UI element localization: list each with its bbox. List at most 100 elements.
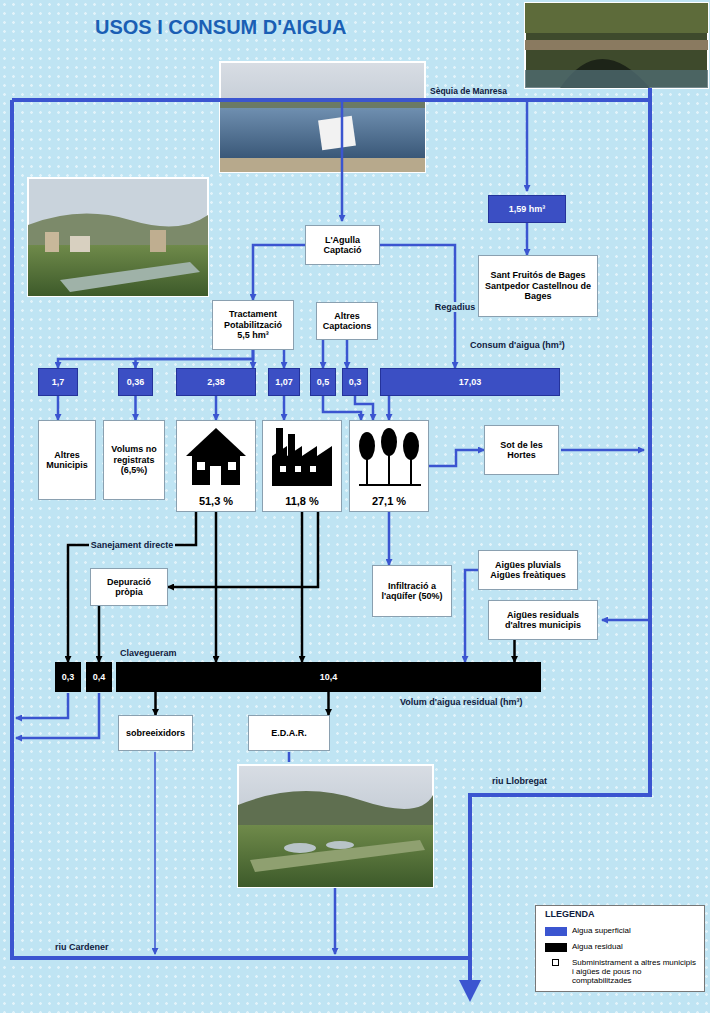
wwtp-photo: [238, 765, 433, 887]
flow-box: Altres Captacions: [316, 302, 378, 340]
flow-connector: [215, 396, 218, 420]
volume-bar: 1,59 hm³: [488, 195, 566, 223]
node-text: Altres Captacions: [321, 311, 373, 332]
flow-connector: [346, 340, 349, 368]
flow-connector: [134, 396, 137, 420]
use-box: 27,1 %: [349, 420, 429, 512]
residual-bar: 10,4: [116, 662, 541, 692]
legend-square: [552, 959, 559, 966]
flow-connector: [388, 512, 391, 565]
use-box: 51,3 %: [176, 420, 256, 512]
flow-connector: [465, 570, 478, 662]
intake-line: [341, 100, 344, 221]
legend-text: Subministrament a altres municipis i aig…: [572, 958, 700, 986]
discharge-line: [16, 693, 99, 738]
volume-bar: 1,07: [268, 368, 300, 396]
llobregat-river: [470, 88, 650, 990]
text-label: LLEGENDA: [545, 909, 595, 919]
diagram-title: USOS I CONSUM D'AIGUA: [95, 16, 346, 39]
node-text: Altres Municipis: [43, 450, 91, 471]
flow-connector: [136, 350, 254, 368]
flow-box: sobreeixidors: [118, 715, 193, 751]
flow-box: Aigües residuals d'altres municipis: [488, 600, 598, 640]
volume-bar: 0,5: [310, 368, 336, 396]
volume-bar: 17,03: [380, 368, 560, 396]
node-text: sobreeixidors: [126, 728, 185, 738]
effluent-line: [288, 752, 291, 762]
flow-box: Depuració pròpia: [90, 568, 168, 606]
text-label: Consum d'aigua (hm³): [470, 340, 565, 350]
flow-connector: [388, 396, 391, 420]
layout-flows: [16, 100, 650, 954]
node-text: Aigües residuals d'altres municipis: [493, 610, 593, 631]
node-text: 2,38: [207, 377, 225, 387]
node-text: 0,4: [93, 672, 106, 682]
edge-label: Sanejament directe: [89, 540, 176, 550]
residual-bar: 0,3: [55, 662, 81, 692]
node-text: 1,59 hm³: [509, 204, 546, 214]
inflow-line: [602, 619, 650, 622]
node-text: Infiltració a l'aqüífer (50%): [377, 581, 447, 602]
volume-bar: 0,36: [118, 368, 153, 396]
flow-connector: [429, 450, 484, 466]
flow-box: Sant Fruitós de Bages Santpedor Castelln…: [478, 255, 598, 317]
node-text: 1,07: [275, 377, 293, 387]
node-text: 10,4: [320, 672, 338, 682]
legend-swatch: [545, 943, 567, 952]
flow-box: Infiltració a l'aqüífer (50%): [372, 565, 452, 617]
residual-bar: 0,4: [86, 662, 112, 692]
supply-line: [526, 100, 529, 191]
node-text: Volums no registrats (6,5%): [108, 444, 160, 475]
node-text: 51,3 %: [199, 495, 233, 508]
flow-connector: [526, 223, 529, 255]
flow-connector: [513, 640, 516, 662]
flow-connector: [252, 350, 255, 368]
node-text: Depuració pròpia: [95, 577, 163, 598]
node-text: L'Agulla Captació: [310, 235, 375, 256]
text-label: riu Cardener: [55, 942, 109, 952]
node-text: 11,8 %: [285, 495, 319, 508]
cardener-river: [12, 100, 470, 958]
flow-box: Altres Municipis: [38, 420, 96, 500]
return-line: [561, 449, 644, 452]
text-label: Sèquia de Manresa: [430, 86, 507, 96]
flow-box: L'Agulla Captació: [305, 225, 380, 265]
flow-box: E.D.A.R.: [248, 715, 330, 751]
effluent-line: [334, 888, 337, 954]
flow-connector: [57, 396, 60, 420]
node-text: 27,1 %: [372, 495, 406, 508]
factory-icon: [272, 428, 332, 486]
flow-connector: [154, 692, 157, 715]
flow-box: Tractament Potabilització 5,5 hm³: [212, 300, 294, 350]
node-text: 0,3: [62, 672, 75, 682]
flow-connector: [253, 245, 305, 300]
flow-connector: [58, 350, 253, 368]
edge-label: Regadius: [433, 302, 478, 312]
flow-box: Aigües pluvials Aigües freàtiques: [478, 550, 578, 590]
flow-connector: [283, 350, 286, 368]
node-text: 0,36: [127, 377, 145, 387]
legend-swatch: [545, 927, 567, 936]
node-text: 1,7: [52, 377, 65, 387]
flow-connector: [322, 340, 325, 368]
node-text: 17,03: [459, 377, 482, 387]
bridge-photo: [525, 3, 708, 88]
node-text: 0,5: [317, 377, 330, 387]
flow-box: Sot de les Hortes: [484, 425, 559, 475]
node-text: Sant Fruitós de Bages Santpedor Castelln…: [483, 270, 593, 301]
node-text: Tractament Potabilització 5,5 hm³: [217, 309, 289, 340]
house-icon: [186, 428, 246, 485]
irrigation-channel: [12, 98, 650, 102]
volume-bar: 0,3: [342, 368, 368, 396]
use-box: 11,8 %: [262, 420, 342, 512]
town-photo: [28, 178, 208, 296]
text-label: riu Llobregat: [492, 776, 547, 786]
river-lines: [12, 88, 650, 990]
reservoir-photo: [220, 62, 425, 172]
text-label: Volum d'aigua residual (hm³): [400, 697, 522, 707]
flow-connector: [283, 396, 286, 420]
flow-connector: [168, 512, 318, 587]
flow-box: Volums no registrats (6,5%): [103, 420, 165, 500]
